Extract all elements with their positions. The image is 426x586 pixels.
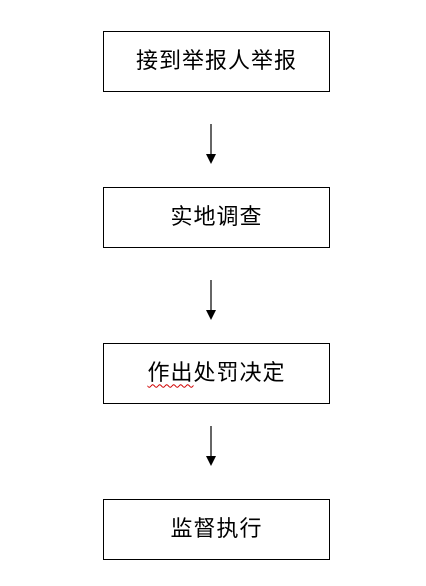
step-label-site-investigation: 实地调查 — [170, 204, 263, 230]
arrow-down-icon — [206, 280, 216, 320]
step-box-penalty-decision: 作出处罚决定 — [103, 343, 330, 404]
step-label-penalty-decision-rest: 处罚决定 — [193, 360, 286, 386]
arrow-down-icon — [206, 426, 216, 466]
step-box-receive-report: 接到举报人举报 — [103, 31, 330, 92]
step-box-site-investigation: 实地调查 — [103, 187, 330, 248]
step-box-supervise-execution: 监督执行 — [103, 499, 330, 560]
arrow-down-icon — [206, 124, 216, 164]
spellcheck-underlined-text: 作出 — [147, 360, 194, 386]
step-label-supervise-execution: 监督执行 — [170, 516, 263, 542]
step-label-receive-report: 接到举报人举报 — [135, 48, 297, 74]
step-label-penalty-decision: 作出处罚决定 — [147, 360, 286, 386]
